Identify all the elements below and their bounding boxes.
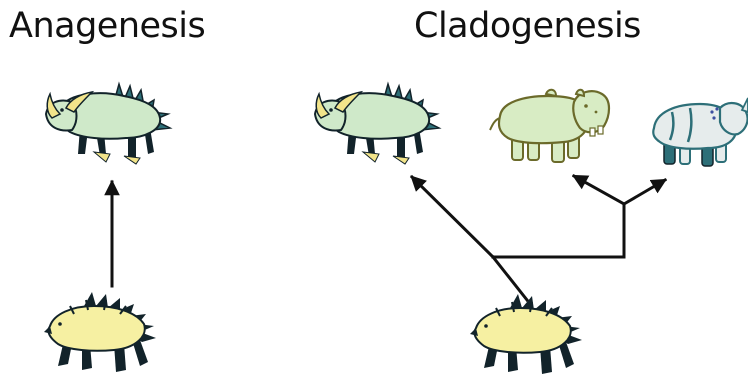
rhino-illustration [653, 98, 748, 166]
clado-branch-connector [493, 204, 624, 257]
spiky-ancestor-illustration [44, 292, 156, 372]
arrows [112, 176, 665, 300]
hippo-illustration [490, 90, 609, 162]
clado-arrow-to-warthog [412, 177, 493, 257]
clado-arrow-to-rhino [624, 180, 665, 204]
clado-arrow-to-hippo [574, 176, 624, 204]
clado-ancestor-stem [493, 257, 527, 300]
warthog-illustration [315, 84, 439, 164]
spiky-ancestor-illustration [470, 294, 582, 374]
warthog-illustration [46, 84, 170, 164]
